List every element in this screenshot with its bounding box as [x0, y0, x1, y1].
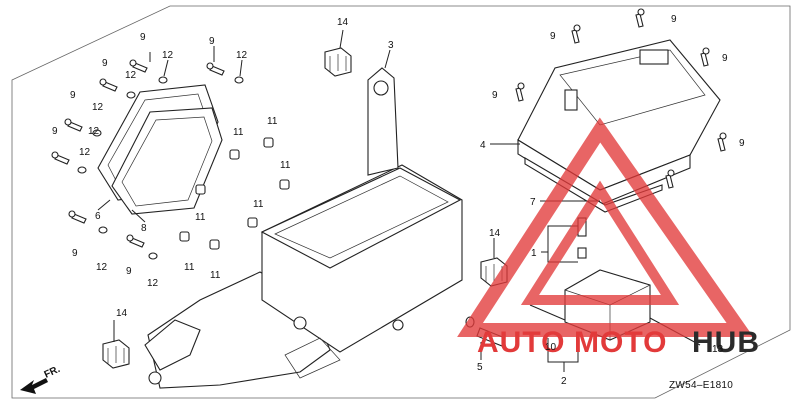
callout: 9	[102, 58, 108, 69]
bolt-icon-group-right	[515, 8, 727, 189]
callout: 8	[141, 223, 147, 234]
callout: 1	[531, 248, 537, 259]
callout: 14	[489, 228, 501, 239]
callout: 9	[550, 31, 556, 42]
callout: 14	[116, 308, 128, 319]
callout: 9	[140, 32, 146, 43]
washer-icon-group-left	[77, 76, 244, 260]
callout: 6	[95, 211, 101, 222]
callout: 9	[671, 14, 677, 25]
control-unit	[517, 39, 721, 206]
callout-labels: 9 12 9 12 12 9 12 9 12 9 12 6 8 9 12 9 1…	[52, 14, 745, 387]
callout: 9	[209, 36, 215, 47]
callout: 9	[492, 90, 498, 101]
callout: 4	[480, 140, 486, 151]
callout: 14	[337, 17, 349, 28]
callout: 5	[477, 362, 483, 373]
callout: 9	[72, 248, 78, 259]
callout: 12	[125, 70, 137, 81]
callout: 11	[280, 160, 291, 171]
callout: 9	[126, 266, 132, 277]
watermark-text-right: HUB	[692, 326, 760, 359]
cover-gasket	[111, 107, 223, 215]
callout: 9	[52, 126, 58, 137]
callout: 9	[739, 138, 745, 149]
callout: 12	[79, 147, 91, 158]
callout: 2	[561, 376, 567, 387]
fr-label: FR.	[43, 364, 62, 381]
callout: 12	[162, 50, 174, 61]
collar-icon-group	[179, 137, 290, 250]
callout: 12	[96, 262, 108, 273]
diagram-frame	[11, 5, 791, 399]
callout: 12	[236, 50, 248, 61]
callout: 11	[195, 212, 206, 223]
callout: 13	[712, 344, 724, 355]
callout: 11	[253, 199, 264, 210]
callout: 10	[545, 342, 557, 353]
main-case	[144, 67, 463, 389]
watermark-text-left: AUTO	[477, 326, 565, 359]
watermark-triangle	[457, 117, 754, 337]
callout: 12	[147, 278, 159, 289]
callout: 3	[388, 40, 394, 51]
callout: 11	[210, 270, 221, 281]
callout: 9	[722, 53, 728, 64]
callout: 11	[184, 262, 195, 273]
callout: 9	[70, 90, 76, 101]
callout: 7	[530, 197, 536, 208]
watermark-logo: AUTO MOTO HUB	[457, 117, 760, 359]
callout: 11	[267, 116, 278, 127]
diagram-code: ZW54–E1810	[669, 380, 733, 391]
callout: 12	[92, 102, 104, 113]
callout: 12	[88, 126, 100, 137]
watermark-text-mid: MOTO	[574, 326, 667, 359]
direction-indicator: FR.	[20, 364, 62, 394]
bolt-icon-group-left	[51, 59, 225, 248]
fr-arrow-icon	[20, 378, 48, 394]
callout: 11	[233, 127, 244, 138]
